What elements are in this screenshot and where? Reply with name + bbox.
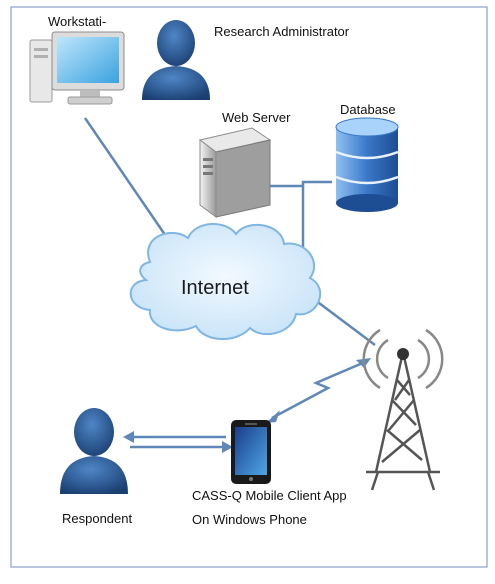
diagram-frame [10,6,488,568]
link-tower-phone-lightning [271,360,366,420]
cell-tower-icon [362,328,444,491]
link-internet-tower [314,299,376,346]
link-server-database [270,180,332,188]
respondent-person-icon [60,408,128,494]
research-admin-label: Research Administrator [214,24,350,39]
link-workstation-internet [83,117,174,246]
arrow-head-to-respondent [123,431,134,443]
arrow-head-to-phone [266,410,280,423]
workstation-icon [29,31,125,105]
admin-person-icon [142,20,210,100]
database-label: Database [340,102,396,117]
internet-label: Internet [181,277,249,299]
internet-cloud-icon [129,222,322,341]
workstation-label: Workstati- [48,14,106,29]
database-icon [335,117,399,212]
app-label-line1: CASS-Q Mobile Client App [192,488,347,503]
web-server-icon [198,127,272,218]
arrow-head-to-phone-2 [222,441,233,453]
tower-antenna-tip [397,348,409,360]
connections [83,117,376,449]
app-label-line2: On Windows Phone [192,512,307,527]
respondent-label: Respondent [62,511,132,526]
mobile-phone-icon [231,420,271,484]
web-server-label: Web Server [222,110,291,125]
